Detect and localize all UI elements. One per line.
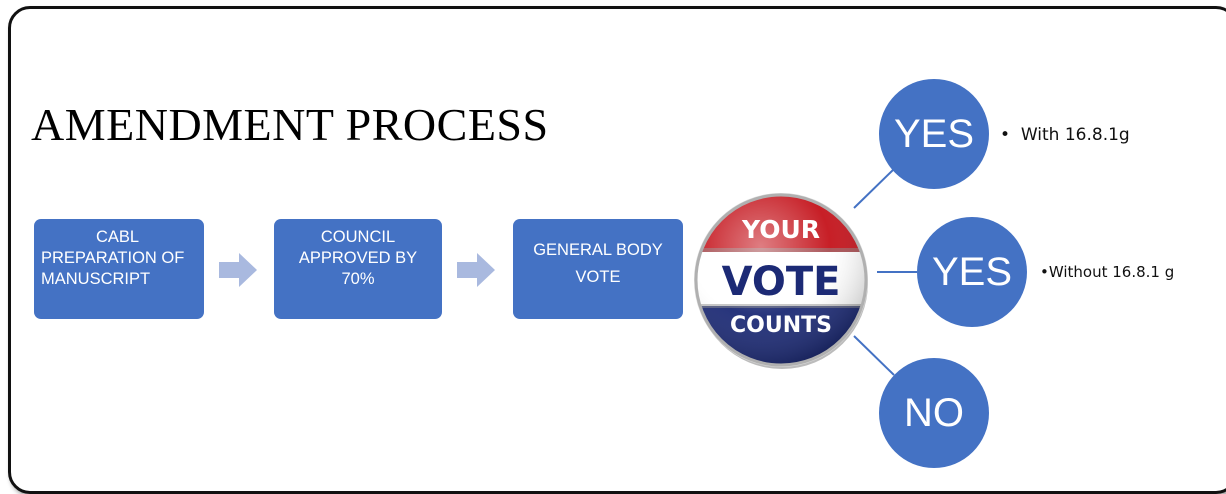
step-line: 70% bbox=[341, 270, 375, 288]
step-line: COUNCIL bbox=[320, 228, 396, 246]
step-line: CABL bbox=[95, 228, 140, 246]
connector-line bbox=[853, 335, 895, 376]
outcome-label: YES bbox=[893, 111, 975, 156]
note-text: With 16.8.1g bbox=[1020, 125, 1130, 145]
right-arrow-icon bbox=[219, 253, 257, 287]
step-line: APPROVED BY bbox=[298, 249, 418, 267]
right-arrow-icon bbox=[457, 253, 495, 287]
step-line: VOTE bbox=[575, 268, 621, 286]
note-text: Without 16.8.1 g bbox=[1048, 263, 1175, 281]
step-line: PREPARATION OF bbox=[41, 249, 185, 267]
step-box-council: COUNCIL APPROVED BY 70% bbox=[274, 219, 442, 319]
step-line: MANUSCRIPT bbox=[41, 270, 151, 288]
bullet-icon: • bbox=[1040, 263, 1049, 281]
badge-text-top: YOUR bbox=[741, 215, 820, 244]
vote-badge-icon: YOUR VOTE COUNTS bbox=[694, 193, 868, 369]
badge-text-middle: VOTE bbox=[722, 259, 841, 305]
connector-line bbox=[853, 168, 895, 209]
outcome-note: •Without 16.8.1 g bbox=[1040, 263, 1174, 281]
outcome-label: NO bbox=[904, 390, 964, 435]
outcome-circle-no: NO bbox=[879, 358, 989, 468]
step-box-general-body: GENERAL BODY VOTE bbox=[513, 219, 683, 319]
page-title: AMENDMENT PROCESS bbox=[31, 99, 549, 150]
outcome-label: YES bbox=[931, 249, 1013, 294]
step-line: GENERAL BODY bbox=[533, 241, 663, 259]
outcome-circle-yes: YES bbox=[879, 79, 989, 189]
badge-text-bottom: COUNTS bbox=[730, 313, 832, 338]
outcome-note: • With 16.8.1g bbox=[1000, 125, 1130, 145]
bullet-icon: • bbox=[1000, 125, 1011, 145]
step-box-cabl: CABL PREPARATION OF MANUSCRIPT bbox=[34, 219, 204, 319]
outcome-circle-yes: YES bbox=[917, 217, 1027, 327]
